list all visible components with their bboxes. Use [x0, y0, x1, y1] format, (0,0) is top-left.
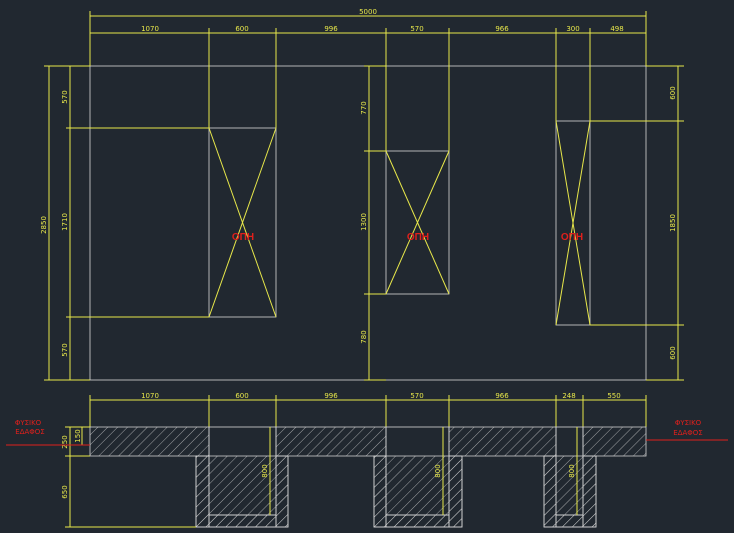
dim-segment: 1070 — [141, 392, 159, 400]
dim-total-height: 2850 — [40, 216, 48, 234]
ground-label-line1: ΦΥΣΙΚΟ — [675, 419, 702, 427]
dim-segment: 1070 — [141, 25, 159, 33]
dim-segment: 770 — [360, 101, 368, 114]
dim-segment: 570 — [410, 25, 423, 33]
dim-segment: 1710 — [61, 213, 69, 231]
section-view: 1070 600 996 570 966 248 550 — [6, 392, 728, 528]
pit-depth-dimensions: 800 800 800 — [261, 427, 578, 515]
dim-segment: 600 — [235, 392, 248, 400]
dim-segment: 570 — [61, 90, 69, 103]
right-chain-dimension: 600 1850 600 — [590, 65, 684, 381]
dim-segment: 570 — [410, 392, 423, 400]
top-chain-dimension: 1070 600 996 570 966 300 498 — [90, 25, 646, 151]
dim-segment: 150 — [74, 429, 82, 442]
ground-label-line2: ΕΔΑΦΟΣ — [15, 428, 44, 436]
dim-segment: 966 — [495, 25, 509, 33]
dim-segment: 570 — [61, 343, 69, 356]
opening-3: ΟΠΗ — [555, 120, 591, 326]
dim-pit-depth: 800 — [568, 464, 576, 477]
opening-label: ΟΠΗ — [232, 232, 254, 243]
dim-segment: 966 — [495, 392, 509, 400]
opening-2: ΟΠΗ — [385, 150, 450, 295]
dim-segment: 996 — [324, 25, 338, 33]
dim-segment: 1850 — [669, 214, 677, 232]
dim-segment: 996 — [324, 392, 338, 400]
section-top-dimension: 1070 600 996 570 966 248 550 — [89, 392, 647, 427]
opening-label: ΟΠΗ — [561, 232, 583, 243]
elevation-view: ΟΠΗ ΟΠΗ ΟΠΗ 5000 — [40, 8, 684, 381]
dim-segment: 1300 — [360, 213, 368, 231]
dim-segment: 550 — [607, 392, 620, 400]
dim-segment: 300 — [566, 25, 579, 33]
left-overall-dimension: 2850 — [40, 65, 90, 381]
dim-segment: 498 — [610, 25, 623, 33]
dim-pit-depth: 800 — [261, 464, 269, 477]
section-slab — [89, 426, 647, 528]
opening-1: ΟΠΗ — [208, 127, 277, 318]
section-left-dimension: 250 150 650 — [61, 426, 196, 528]
ground-level-right: ΦΥΣΙΚΟ ΕΔΑΦΟΣ — [646, 419, 728, 441]
dim-segment: 650 — [61, 485, 69, 498]
dim-segment: 600 — [669, 86, 677, 99]
dim-total-width: 5000 — [359, 8, 377, 16]
ground-level-left: ΦΥΣΙΚΟ ΕΔΑΦΟΣ — [6, 419, 90, 446]
dim-segment: 600 — [235, 25, 248, 33]
wall-outline — [89, 65, 647, 381]
dim-segment: 248 — [562, 392, 575, 400]
dim-segment: 780 — [360, 330, 368, 343]
top-overall-dimension: 5000 — [89, 8, 647, 66]
dim-pit-depth: 800 — [434, 464, 442, 477]
ground-label-line1: ΦΥΣΙΚΟ — [15, 419, 42, 427]
opening-label: ΟΠΗ — [407, 232, 429, 243]
ground-label-line2: ΕΔΑΦΟΣ — [673, 429, 702, 437]
dim-segment: 250 — [61, 435, 69, 448]
left-chain-dimension: 570 1710 570 — [61, 66, 209, 380]
dim-segment: 600 — [669, 346, 677, 359]
middle-chain-dimension: 770 1300 780 — [360, 65, 386, 381]
